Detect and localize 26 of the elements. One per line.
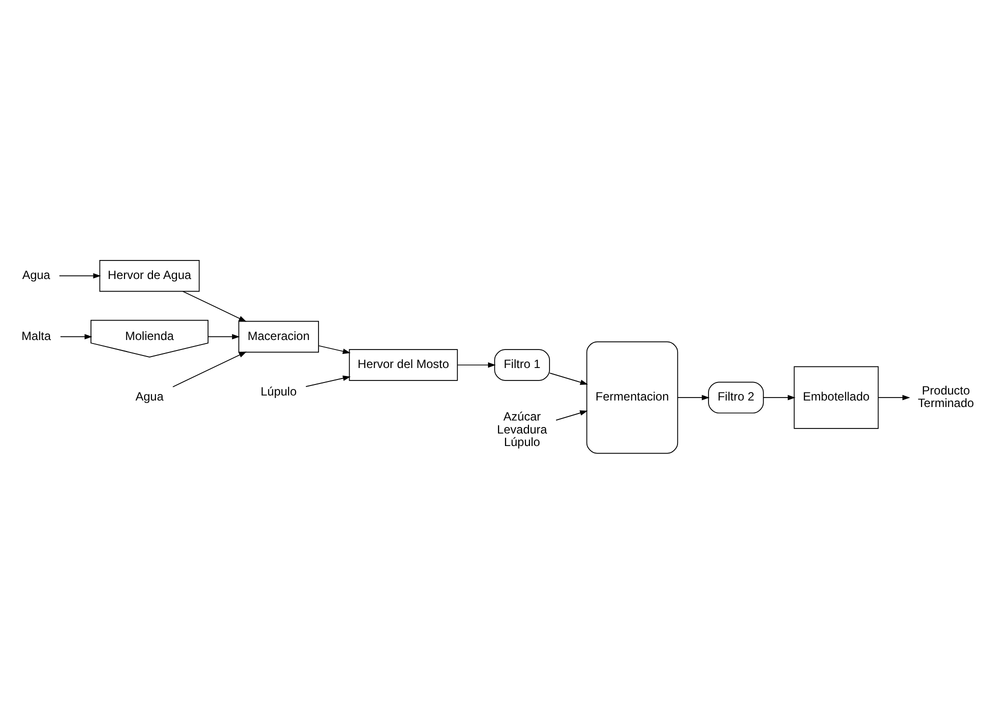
arrow: [549, 372, 588, 385]
node-text: Azúcar Levadura Lúpulo: [497, 409, 548, 450]
node-box: Maceracion: [238, 320, 319, 353]
arrow: [457, 362, 496, 368]
arrow: [182, 290, 247, 322]
arrow: [305, 376, 351, 387]
node-box: Filtro 2: [708, 382, 764, 414]
node-box: Hervor del Mosto: [348, 349, 458, 381]
arrow: [208, 334, 240, 340]
node-text: Lúpulo: [260, 384, 297, 399]
node-text: Producto Terminado: [918, 383, 974, 410]
node-box: Fermentacion: [586, 341, 678, 454]
arrow: [878, 394, 910, 400]
arrow: [763, 394, 796, 400]
arrow: [172, 352, 247, 388]
node-box: Hervor de Agua: [99, 260, 200, 292]
node-text: Agua: [135, 390, 164, 404]
arrow: [318, 345, 351, 354]
node-text: Malta: [22, 328, 51, 343]
arrow: [677, 394, 710, 400]
arrow: [60, 334, 92, 340]
node-box: Filtro 1: [494, 349, 550, 381]
node-box: Embotellado: [794, 366, 879, 429]
arrow: [58, 273, 101, 279]
node-text: Agua: [22, 268, 50, 282]
arrow: [556, 410, 588, 421]
